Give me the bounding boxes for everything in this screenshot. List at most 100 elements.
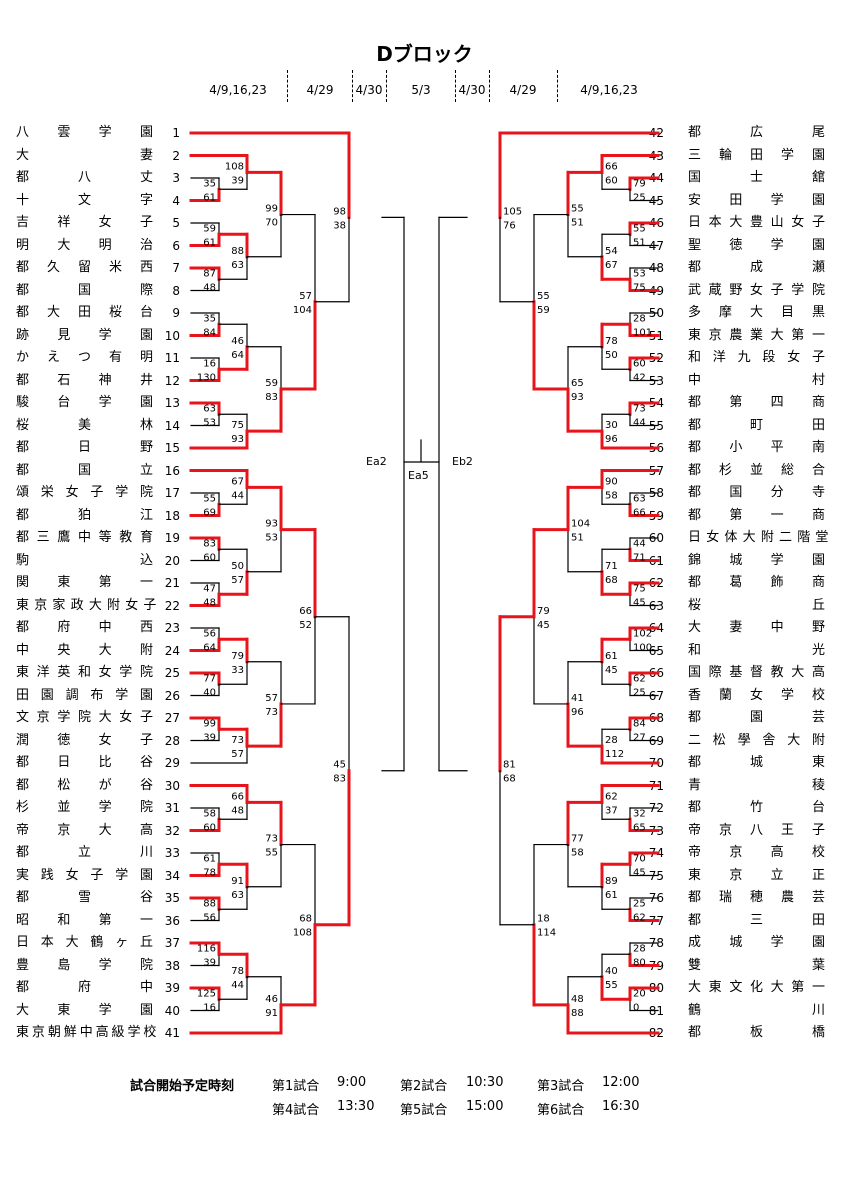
team-number: 8 [172, 283, 180, 298]
team-name: 都立川 [16, 845, 153, 860]
team-number: 9 [172, 306, 180, 320]
team-number: 22 [164, 598, 180, 613]
team-name: 駒込 [16, 552, 153, 568]
team-number: 5 [172, 216, 180, 230]
score-bottom: 112 [605, 749, 624, 760]
team-name: 香蘭女学校 [688, 687, 825, 703]
team-name: 都竹台 [688, 800, 825, 815]
team-name: 東京立正 [688, 867, 825, 883]
team-name: 日本大鶴ヶ丘 [16, 935, 153, 950]
score-bottom: 57 [231, 749, 244, 760]
score-top: 41 [571, 693, 584, 704]
score-bottom: 53 [203, 417, 216, 428]
score-top: 20 [633, 988, 646, 999]
team-name: 二松學舎大附 [688, 732, 825, 748]
team-name: 都第四商 [688, 395, 825, 410]
team-name: 昭和第一 [16, 912, 153, 928]
team-name: 都府中 [16, 980, 153, 995]
score-bottom: 0 [633, 1002, 639, 1013]
score-bottom: 59 [537, 305, 550, 316]
score-bottom: 91 [265, 1008, 278, 1019]
team-name: 中村 [688, 372, 825, 388]
team-name: 関東第一 [16, 575, 153, 590]
team-number: 7 [172, 261, 180, 275]
team-name: 都園芸 [688, 710, 825, 725]
team-number: 36 [164, 913, 180, 928]
team-number: 40 [164, 1003, 180, 1018]
score-bottom: 39 [203, 957, 216, 968]
label-eb2: Eb2 [452, 455, 473, 468]
team-number: 32 [164, 823, 180, 838]
score-top: 28 [633, 313, 646, 324]
score-top: 55 [571, 204, 584, 215]
round-date: 4/9,16,23 [209, 83, 267, 97]
score-bottom: 40 [203, 687, 216, 698]
score-top: 35 [203, 313, 216, 324]
score-bottom: 76 [503, 220, 516, 231]
score-top: 35 [203, 178, 216, 189]
team-name: 大東文化大第一 [688, 980, 825, 995]
score-bottom: 60 [605, 175, 618, 186]
team-name: 杉並学院 [16, 800, 153, 815]
score-top: 68 [299, 914, 312, 925]
score-bottom: 60 [203, 822, 216, 833]
score-bottom: 61 [203, 237, 216, 248]
score-bottom: 108 [293, 928, 312, 939]
score-bottom: 65 [633, 822, 646, 833]
team-number: 14 [164, 418, 180, 433]
team-name: 都三田 [688, 912, 825, 928]
game-slot: 第5試合 [400, 1103, 448, 1118]
team-name: 都板橋 [688, 1025, 825, 1040]
score-top: 66 [605, 161, 618, 172]
label-ea5: Ea5 [408, 469, 429, 482]
round-date: 4/30 [458, 83, 486, 97]
team-number: 20 [164, 553, 180, 568]
score-top: 60 [633, 358, 646, 369]
team-name: 東京農業大第一 [688, 327, 825, 343]
score-top: 125 [197, 988, 216, 999]
score-top: 73 [231, 735, 244, 746]
score-top: 98 [333, 206, 346, 217]
score-bottom: 55 [265, 848, 278, 859]
score-top: 79 [633, 178, 646, 189]
team-name: 和洋九段女子 [688, 350, 825, 365]
team-name: 中央大附 [16, 642, 153, 658]
team-number: 31 [164, 801, 180, 815]
score-top: 66 [231, 791, 244, 802]
score-bottom: 48 [231, 805, 244, 816]
team-number: 33 [164, 846, 180, 860]
team-name: 明大明治 [16, 237, 153, 253]
team-name: 都日野 [16, 440, 153, 455]
team-number: 6 [172, 238, 180, 253]
team-name: 桜美林 [16, 417, 153, 433]
team-number: 26 [164, 688, 180, 703]
score-top: 83 [203, 538, 216, 549]
score-bottom: 69 [203, 507, 216, 518]
score-bottom: 71 [633, 552, 646, 563]
score-bottom: 101 [633, 327, 652, 338]
score-top: 77 [203, 673, 216, 684]
team-number: 23 [164, 621, 180, 635]
team-number: 16 [164, 463, 180, 478]
score-bottom: 61 [605, 890, 618, 901]
team-number: 1 [172, 126, 180, 140]
team-name: 田園調布学園 [16, 687, 153, 703]
score-bottom: 25 [633, 687, 646, 698]
score-bottom: 68 [503, 774, 516, 785]
score-bottom: 93 [571, 392, 584, 403]
score-top: 88 [203, 898, 216, 909]
team-number: 37 [164, 936, 180, 950]
score-top: 89 [605, 876, 618, 887]
score-bottom: 114 [537, 928, 556, 939]
round-date: 4/9,16,23 [580, 83, 638, 97]
team-name: 帝京大高 [16, 822, 153, 838]
round-date: 5/3 [411, 83, 431, 97]
team-name: 八雲学園 [16, 125, 153, 140]
team-name: 国際基督教大高 [688, 665, 825, 680]
score-bottom: 63 [231, 260, 244, 271]
score-top: 63 [633, 493, 646, 504]
score-top: 45 [333, 760, 346, 771]
score-bottom: 44 [231, 490, 244, 501]
game-time: 10:30 [466, 1075, 504, 1090]
